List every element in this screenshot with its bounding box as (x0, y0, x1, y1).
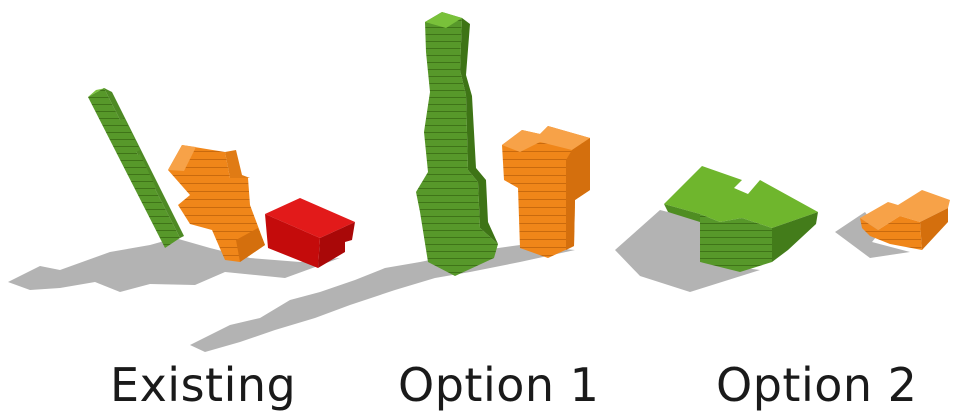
caption-existing: Existing (110, 362, 296, 408)
caption-option1: Option 1 (398, 362, 599, 408)
option1-orange-block (502, 126, 590, 258)
existing-red-block (265, 198, 355, 268)
option1-green-tower (416, 12, 498, 276)
option2-orange-block (860, 190, 950, 250)
caption-option2: Option 2 (716, 362, 917, 408)
